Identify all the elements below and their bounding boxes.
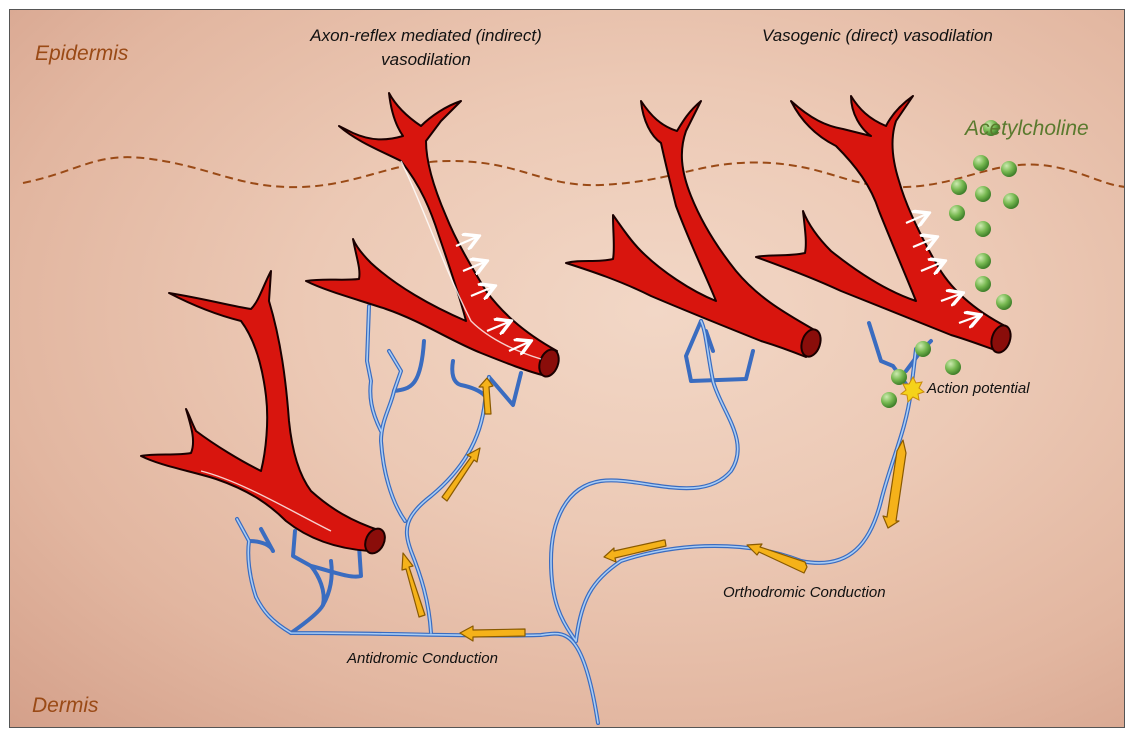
axon-reflex-title-line1: Axon-reflex mediated (indirect) — [276, 24, 576, 48]
acetylcholine-label: Acetylcholine — [965, 117, 1089, 141]
conduction-arrows — [402, 378, 906, 641]
epidermis-label: Epidermis — [35, 42, 128, 66]
skin-background: Epidermis Dermis Axon-reflex mediated (i… — [9, 9, 1125, 728]
orthodromic-conduction-label: Orthodromic Conduction — [723, 584, 886, 601]
dermis-label: Dermis — [32, 694, 99, 718]
blood-vessel-3 — [566, 101, 824, 359]
vasogenic-title: Vasogenic (direct) vasodilation — [762, 24, 993, 48]
axon-reflex-title: Axon-reflex mediated (indirect) vasodila… — [276, 24, 576, 72]
axon-reflex-title-line2: vasodilation — [276, 48, 576, 72]
action-potential-label: Action potential — [927, 380, 1030, 397]
diagram-svg — [10, 10, 1125, 728]
antidromic-conduction-label: Antidromic Conduction — [347, 650, 498, 667]
blood-vessel-2 — [306, 93, 562, 379]
blood-vessel-1 — [141, 271, 389, 557]
